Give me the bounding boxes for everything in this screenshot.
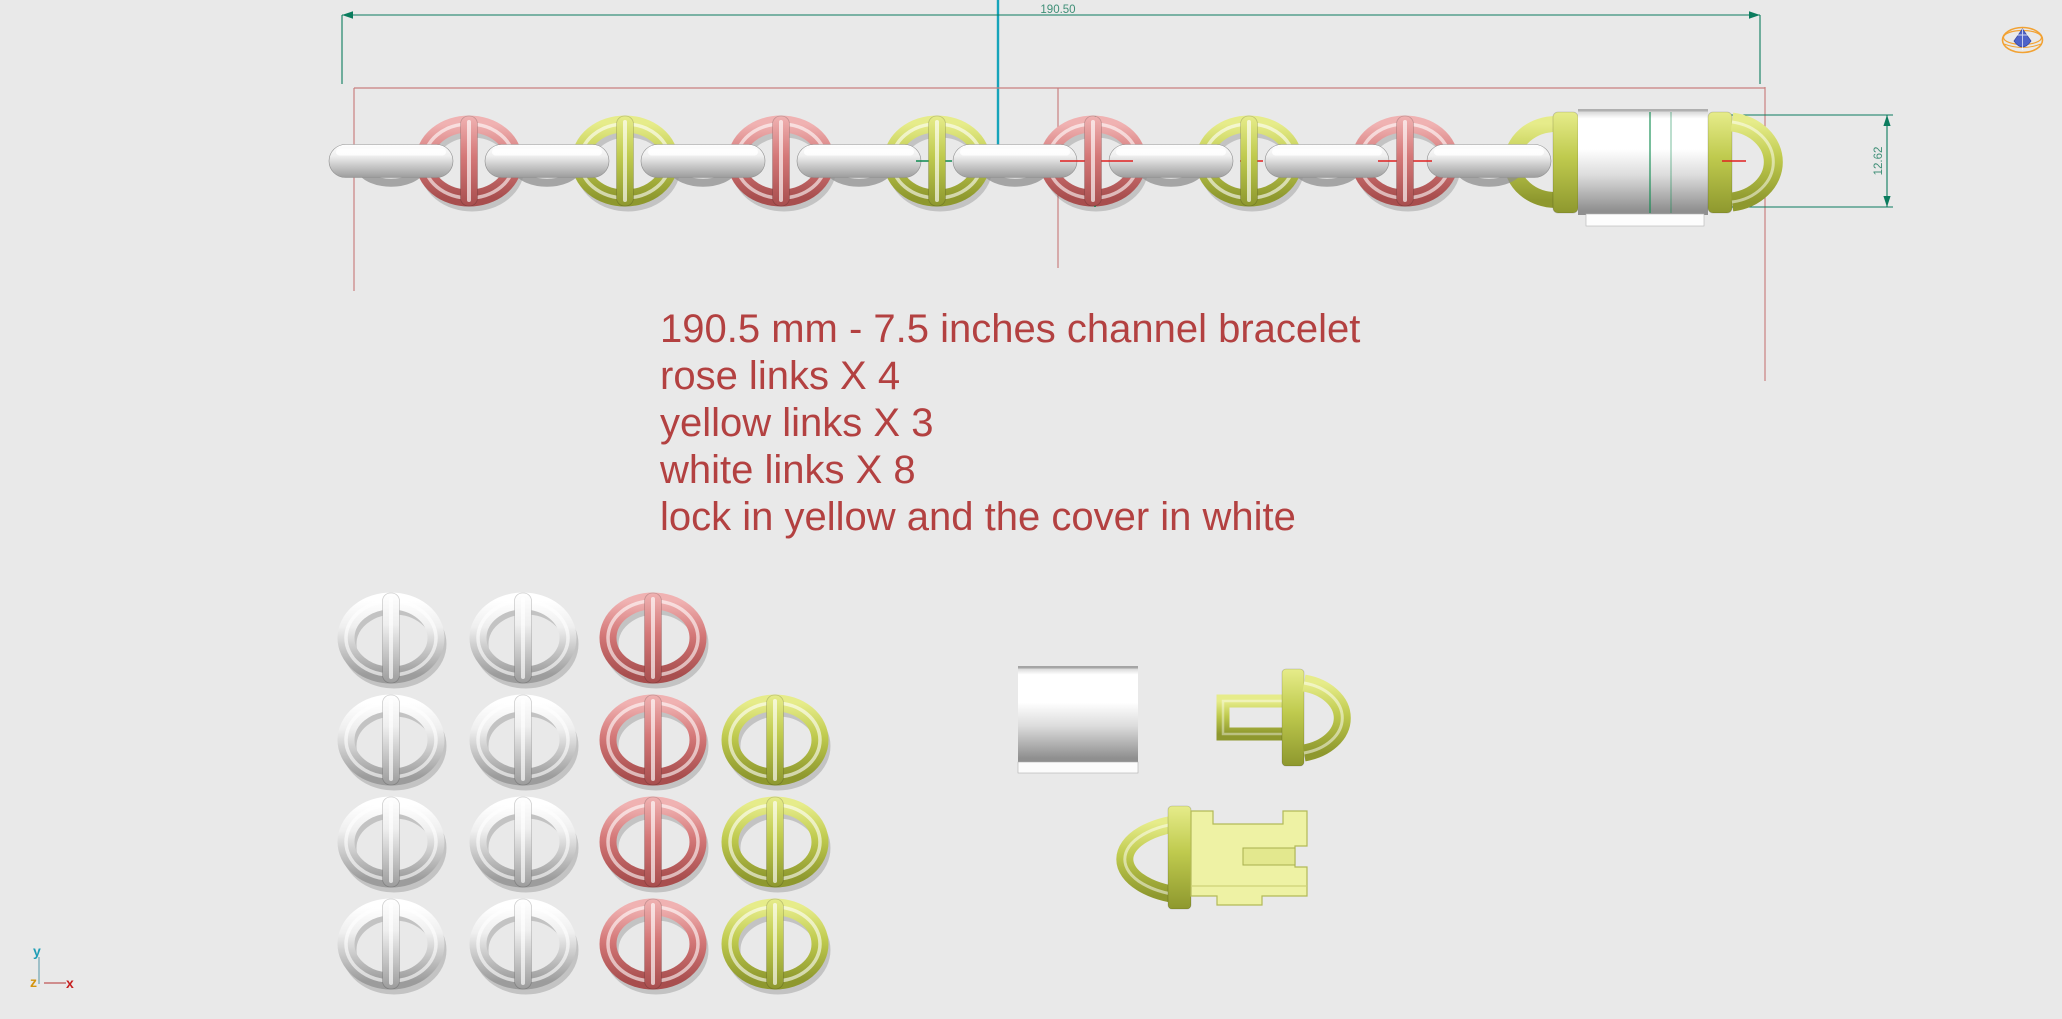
loose-link-white	[469, 694, 579, 791]
clasp-cover-cylinder	[1578, 109, 1708, 215]
loose-link-yellow	[721, 694, 831, 791]
clasp-dloop-highlight	[1731, 120, 1775, 204]
loose-link-rose	[599, 898, 709, 995]
cover-part	[1017, 666, 1139, 774]
clasp-dloop	[1730, 112, 1783, 212]
lock-body-dloop-highlight	[1123, 821, 1189, 898]
logo-gem-facets	[2017, 29, 2028, 50]
length-dimension: 190.50	[341, 4, 1761, 84]
lock-end-part	[1216, 668, 1351, 767]
clasp-right-cap	[1707, 111, 1733, 214]
clasp-cover-top-edge	[1578, 109, 1708, 112]
axis-triad: y z x	[30, 943, 74, 991]
dim-arrow-left	[342, 11, 353, 19]
loose-link-white	[337, 694, 447, 791]
clasp-cover-lip	[1585, 213, 1705, 227]
x-axis-label: x	[66, 975, 74, 991]
note-line: white links X 8	[660, 448, 916, 492]
dim-arrow-right	[1749, 11, 1760, 19]
z-axis-label: z	[30, 974, 37, 990]
cover-lip	[1017, 761, 1139, 774]
logo-ring-outer	[2001, 26, 2044, 54]
loose-link-white	[337, 592, 447, 689]
overall-length-label: 190.50	[1040, 4, 1075, 16]
y-axis-label: y	[33, 943, 41, 959]
loose-link-white	[469, 898, 579, 995]
note-line: rose links X 4	[660, 354, 901, 398]
lock-end-dloop	[1302, 674, 1351, 762]
cover-cylinder	[1018, 666, 1138, 762]
loose-link-rose	[599, 592, 709, 689]
lock-end-frame	[1216, 694, 1296, 741]
lock-body-slot	[1242, 847, 1296, 866]
note-line: 190.5 mm - 7.5 inches channel bracelet	[660, 307, 1361, 351]
loose-link-white	[469, 592, 579, 689]
bracelet-chain	[328, 112, 1746, 213]
lock-end-dloop-highlight	[1303, 681, 1344, 755]
lock-body-part	[1116, 805, 1308, 910]
loose-link-white	[337, 898, 447, 995]
annotation-notes: 190.5 mm - 7.5 inches channel bracelet r…	[660, 306, 1360, 541]
clasp-assembly	[1504, 109, 1783, 227]
loose-link-rose	[599, 796, 709, 893]
clasp-height-label: 12.62	[1873, 147, 1885, 176]
loose-link-yellow	[721, 796, 831, 893]
cover-top-edge	[1018, 666, 1138, 669]
loose-link-white	[337, 796, 447, 893]
lock-end-plate	[1281, 668, 1305, 767]
note-line: yellow links X 3	[660, 401, 934, 445]
jewelry-cad-logo	[2001, 26, 2044, 54]
loose-link-white	[469, 796, 579, 893]
dim-arrow-up	[1883, 115, 1891, 126]
chain-mariner-bars	[460, 115, 1414, 207]
lock-body-plate	[1167, 805, 1192, 910]
dim-arrow-down	[1883, 196, 1891, 207]
loose-links-grid	[337, 592, 831, 995]
note-line: lock in yellow and the cover in white	[660, 495, 1296, 539]
loose-link-rose	[599, 694, 709, 791]
loose-link-yellow	[721, 898, 831, 995]
clasp-left-cap	[1552, 111, 1579, 214]
chain-white-links	[328, 144, 1552, 187]
